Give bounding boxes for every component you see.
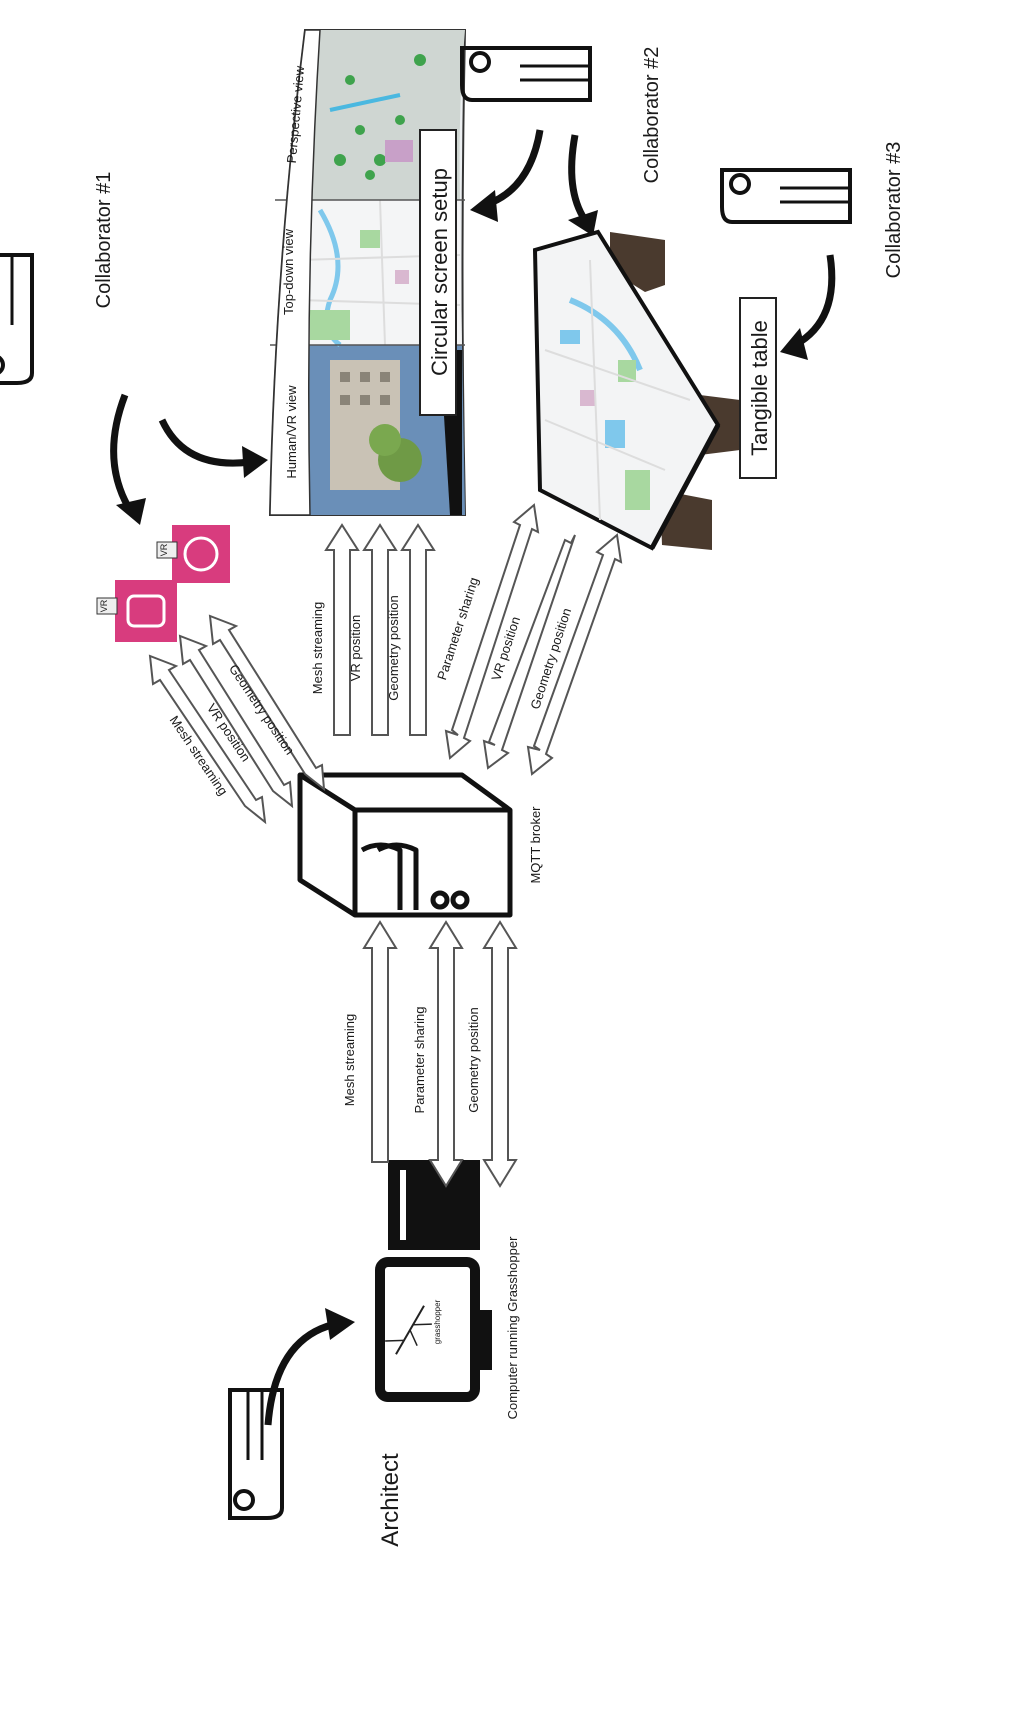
vr-controller-icon: VR (156, 525, 230, 583)
computer-broker-arrows (362, 920, 518, 1188)
tangible-table (532, 229, 740, 551)
computer-broker-labels: Mesh streaming Parameter sharing Geometr… (342, 1007, 481, 1114)
computer-label: Computer running Grasshopper (505, 1236, 520, 1419)
collaborator-1-arrow-screen (158, 418, 251, 467)
broker-vr-arrows (148, 614, 326, 825)
collaborator-2-arrow-table (568, 134, 588, 222)
flow-label: Parameter sharing (412, 1007, 427, 1114)
collaborator-3-arrow-table (793, 254, 836, 349)
architect-figure (228, 1388, 284, 1520)
collaborator-2-figure (460, 46, 592, 102)
collaborator-3-label: Collaborator #3 (883, 142, 905, 279)
collaborator-1-label: Collaborator #1 (93, 172, 115, 309)
collaborator-2-label: Collaborator #2 (641, 47, 663, 184)
flow-label: Geometry position (386, 595, 401, 701)
circular-screen-label: Circular screen setup (427, 168, 452, 376)
vr-badge-text: VR (99, 599, 109, 612)
vr-headset-icon: VR (96, 580, 177, 642)
broker-screen-labels: Mesh streaming VR position Geometry posi… (310, 595, 401, 701)
circular-screen-label-box: Circular screen setup (419, 129, 457, 416)
flow-label: Geometry position (466, 1007, 481, 1113)
architect-label: Architect (377, 1453, 404, 1547)
flow-label: VR position (348, 615, 363, 681)
computer-icon: grasshopper (375, 1257, 492, 1402)
grasshopper-icon (385, 1305, 432, 1355)
broker-label: MQTT broker (528, 806, 543, 884)
collaborator-3-figure (720, 168, 852, 224)
broker-screen-arrows (324, 523, 436, 736)
flow-label: Mesh streaming (342, 1014, 357, 1106)
panel-label-human: Human/VR view (284, 385, 299, 479)
broker-icon (297, 772, 513, 918)
computer-screen-logo: grasshopper (433, 1299, 442, 1344)
collaborator-1-figure (0, 253, 34, 385)
tangible-table-label-box: Tangible table (739, 297, 777, 479)
flow-label: Mesh streaming (310, 602, 325, 694)
tower-icon (388, 1160, 480, 1250)
vr-badge-text: VR (159, 543, 169, 556)
table-map (532, 229, 721, 551)
collaborator-1-arrow-vr (110, 393, 134, 512)
broker-table-arrows (444, 503, 623, 776)
architect-arrow (264, 1319, 341, 1426)
panel-label-top-down: Top-down view (281, 228, 296, 315)
tangible-table-label: Tangible table (747, 320, 772, 456)
